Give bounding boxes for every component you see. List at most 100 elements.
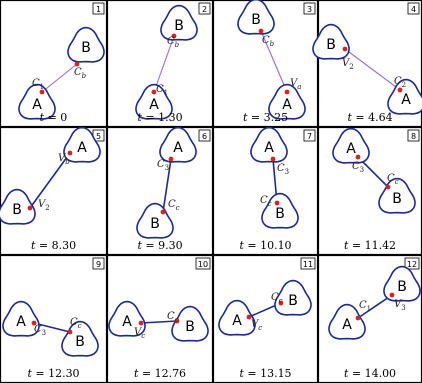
point-label-1: C1	[32, 78, 44, 91]
contact-point-1	[168, 156, 174, 162]
contact-point-2	[278, 300, 284, 306]
shape-b-label: B	[12, 202, 22, 218]
contact-point-1	[67, 150, 73, 156]
shape-b-label: B	[275, 206, 285, 222]
point-label-1: Vb	[58, 153, 70, 166]
connecting-segment	[344, 48, 401, 91]
shape-a-shape	[328, 303, 366, 340]
point-label-2: Cc	[168, 199, 180, 212]
shape-a-shape	[268, 83, 306, 120]
connecting-segment	[260, 30, 288, 93]
shape-b-label: B	[81, 40, 91, 56]
shape-b-shape	[160, 4, 198, 41]
connecting-segment	[33, 322, 71, 333]
contact-point-1	[151, 89, 157, 95]
point-label-2: Cc	[70, 317, 82, 330]
panel-frame	[0, 126, 108, 256]
shape-b-label: B	[150, 216, 160, 232]
shape-a-label: A	[342, 317, 352, 333]
point-label-2: V3	[394, 299, 406, 312]
point-label-2: Cb	[74, 67, 87, 80]
contact-point-1	[355, 315, 361, 321]
contact-point-1	[39, 89, 45, 95]
point-label-1: C1	[156, 84, 168, 97]
shape-b-shape	[261, 192, 299, 229]
time-caption: t = 14.00	[344, 367, 396, 380]
shape-a-shape	[250, 126, 288, 163]
contact-point-2	[389, 292, 395, 298]
shape-a-shape	[332, 127, 370, 164]
panel-number-box	[195, 257, 211, 270]
shape-a-label: A	[401, 92, 411, 108]
connecting-segment	[29, 152, 71, 209]
contact-point-2	[67, 329, 73, 335]
panel-number-box	[92, 2, 105, 15]
shape-b-label: B	[288, 293, 298, 309]
point-label-1: C1	[359, 300, 371, 313]
shape-a-label: A	[173, 140, 183, 156]
shape-b-shape	[0, 188, 36, 225]
panel-number-box	[407, 129, 420, 142]
shape-a-shape	[18, 83, 56, 120]
time-caption: t = 8.30	[31, 239, 76, 252]
shape-b-shape	[171, 305, 209, 342]
time-caption: t = 3.25	[243, 111, 288, 124]
time-caption: t = 4.64	[347, 111, 392, 124]
panel-number: 11	[303, 260, 313, 269]
shape-a-label: A	[149, 97, 159, 113]
panel-number: 4	[411, 5, 416, 14]
contact-point-2	[342, 46, 348, 52]
point-label-1: C3	[157, 159, 169, 172]
contact-point-1	[397, 87, 403, 93]
connecting-segment	[153, 35, 175, 93]
panel-number: 3	[307, 5, 312, 14]
point-label-2: Cc	[387, 173, 399, 186]
shape-b-label: B	[397, 279, 407, 295]
shape-b-shape	[237, 0, 275, 35]
point-label-1: C3	[34, 324, 46, 337]
panel-number: 7	[307, 132, 312, 141]
time-caption: t = 0	[40, 111, 68, 124]
point-label-2: V2	[342, 58, 354, 71]
connecting-segment	[140, 320, 178, 324]
point-label-2: Cc	[271, 292, 283, 305]
point-label-2: Cb	[262, 35, 275, 48]
shape-b-label: B	[174, 18, 184, 34]
panel-number-box	[303, 129, 316, 142]
shape-b-label: B	[75, 334, 85, 350]
contact-point-2	[258, 28, 264, 34]
shape-a-label: A	[77, 140, 87, 156]
contact-point-2	[160, 209, 166, 215]
panel-number: 5	[96, 132, 101, 141]
contact-point-2	[74, 61, 80, 67]
shape-a-label: A	[32, 97, 42, 113]
shape-b-shape	[274, 279, 312, 316]
shape-b-shape	[67, 26, 105, 63]
contact-point-2	[174, 318, 180, 324]
shape-a-label: A	[346, 141, 356, 157]
panel-number: 9	[96, 260, 101, 269]
panel-frame	[212, 126, 319, 256]
point-label-1: Vc	[134, 327, 145, 340]
panel-number: 8	[411, 132, 416, 141]
shape-a-shape	[63, 126, 101, 163]
shape-b-label: B	[251, 12, 261, 28]
contact-point-1	[355, 154, 361, 160]
panel-number-box	[198, 2, 211, 15]
shape-a-shape	[2, 300, 40, 337]
shape-b-label: B	[392, 191, 402, 207]
shape-a-shape	[387, 78, 422, 115]
point-label-2: V2	[38, 199, 50, 212]
panel-number-box	[303, 2, 316, 15]
shape-a-shape	[108, 300, 146, 337]
shape-b-shape	[383, 265, 421, 302]
